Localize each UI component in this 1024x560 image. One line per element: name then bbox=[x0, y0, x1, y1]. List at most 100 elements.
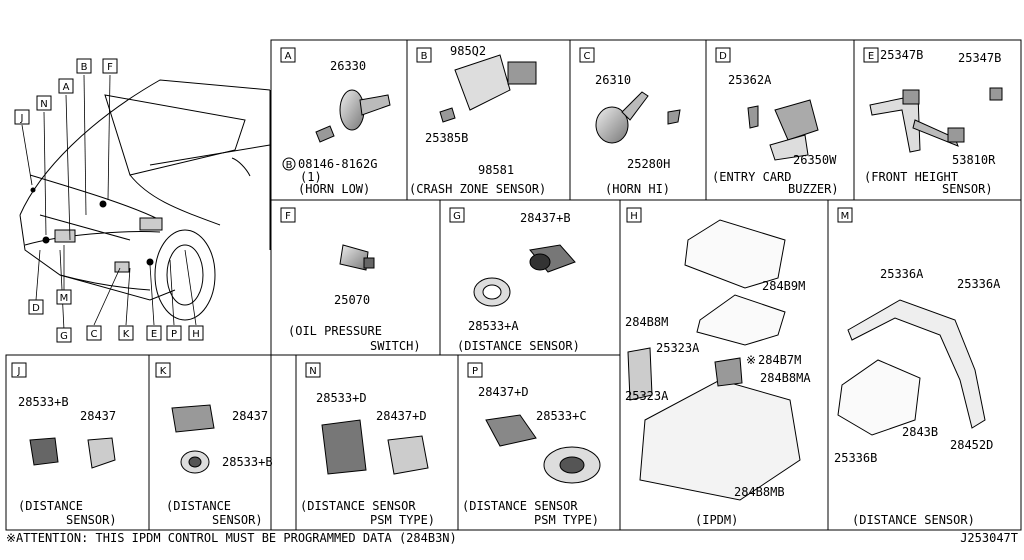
part-number: 284B8MB bbox=[734, 485, 785, 499]
part-number: 28437+B bbox=[520, 211, 571, 225]
panel-P: P 28437+D 28533+C (DISTANCE SENSOR PSM T… bbox=[462, 362, 599, 527]
panel-letter: A bbox=[285, 51, 292, 62]
panel-F: F 25070 (OIL PRESSURE SWITCH) bbox=[280, 207, 421, 353]
part-number: 25362A bbox=[728, 73, 772, 87]
panel-caption: (ENTRY CARD bbox=[712, 170, 791, 184]
panel-letter: E bbox=[868, 51, 874, 62]
callout-letter: A bbox=[63, 82, 70, 93]
part-number: 25336A bbox=[957, 277, 1001, 291]
panel-letter: B bbox=[421, 51, 428, 62]
panel-A: A 26330 B 08146-8162G (1) (HORN LOW) bbox=[280, 47, 377, 196]
part-number: 2843B bbox=[902, 425, 938, 439]
overview-tags: B F A NJ D M G C K E P H bbox=[14, 58, 204, 343]
panel-caption: (DISTANCE SENSOR) bbox=[852, 513, 975, 527]
part-number: 25280H bbox=[627, 157, 670, 171]
part-number: 26350W bbox=[793, 153, 837, 167]
callout-letter: C bbox=[91, 329, 98, 340]
panel-H: H 284B9M 284B8M 25323A ※ 284B7M 284B8MA … bbox=[625, 207, 811, 527]
part-number: 25070 bbox=[334, 293, 370, 307]
panel-caption: (DISTANCE bbox=[166, 499, 231, 513]
overview-callout-h: H bbox=[188, 325, 204, 341]
panel-caption: SENSOR) bbox=[942, 182, 993, 196]
panel-caption: (DISTANCE bbox=[18, 499, 83, 513]
part-quantity: (1) bbox=[300, 170, 322, 184]
panel-caption: (DISTANCE SENSOR bbox=[300, 499, 416, 513]
part-drawings bbox=[29, 54, 1003, 501]
overview-callout-j: J bbox=[14, 109, 30, 125]
overview-callout-e: E bbox=[146, 325, 162, 341]
panel-caption: PSM TYPE) bbox=[370, 513, 435, 527]
note-star: ※ bbox=[746, 353, 756, 367]
overview-callout-k: K bbox=[118, 325, 134, 341]
callout-letter: B bbox=[81, 62, 88, 73]
panel-caption: SENSOR) bbox=[212, 513, 263, 527]
part-number: 985Q2 bbox=[450, 44, 486, 58]
callout-letter: E bbox=[151, 329, 157, 340]
bolt-mark: B bbox=[286, 160, 293, 171]
overview-callout-m: M bbox=[56, 289, 72, 305]
panel-letter: J bbox=[17, 366, 21, 377]
panel-caption: PSM TYPE) bbox=[534, 513, 599, 527]
panel-caption: (HORN LOW) bbox=[298, 182, 370, 196]
panel-caption: (OIL PRESSURE bbox=[288, 324, 382, 338]
panel-frames bbox=[5, 39, 1022, 531]
attention-note: ※ATTENTION: THIS IPDM CONTROL MUST BE PR… bbox=[6, 531, 457, 545]
callout-letter: N bbox=[40, 99, 47, 110]
panel-caption: (CRASH ZONE SENSOR) bbox=[409, 182, 546, 196]
part-number: 28437+D bbox=[376, 409, 427, 423]
panel-M: M 25336A 25336A 2843B 25336B 28452D (DIS… bbox=[834, 207, 1001, 527]
part-number: 25323A bbox=[625, 389, 669, 403]
part-number: 08146-8162G bbox=[298, 157, 377, 171]
overview-callout-b: B bbox=[76, 58, 92, 74]
overview-callout-p: P bbox=[166, 325, 182, 341]
callout-letter: F bbox=[107, 62, 113, 73]
part-number: 53810R bbox=[952, 153, 996, 167]
part-number: 25336B bbox=[834, 451, 877, 465]
part-number: 28533+B bbox=[222, 455, 273, 469]
panel-caption: (IPDM) bbox=[695, 513, 738, 527]
panel-letter: C bbox=[584, 51, 591, 62]
part-number: 26330 bbox=[330, 59, 366, 73]
diagram-code: J253047T bbox=[960, 531, 1018, 545]
panel-D: D 25362A 26350W (ENTRY CARD BUZZER) bbox=[712, 47, 839, 196]
panel-E: E 25347B 25347B 53810R (FRONT HEIGHT SEN… bbox=[863, 47, 1001, 196]
part-number: 25385B bbox=[425, 131, 468, 145]
panel-J: J 28533+B 28437 (DISTANCE SENSOR) bbox=[11, 362, 117, 527]
part-number: 28533+D bbox=[316, 391, 367, 405]
part-number: 25336A bbox=[880, 267, 924, 281]
panel-C: C 26310 25280H (HORN HI) bbox=[579, 47, 670, 196]
panel-B: B 985Q2 25385B 98581 (CRASH ZONE SENSOR) bbox=[409, 44, 546, 196]
panel-caption: (FRONT HEIGHT bbox=[864, 170, 958, 184]
callout-letter: D bbox=[32, 303, 40, 314]
part-number: 28533+B bbox=[18, 395, 69, 409]
panel-letter: N bbox=[309, 366, 316, 377]
part-number: 284B8MA bbox=[760, 371, 811, 385]
part-number: 25347B bbox=[958, 51, 1001, 65]
part-number: 284B8M bbox=[625, 315, 668, 329]
panel-caption: (HORN HI) bbox=[605, 182, 670, 196]
panel-letter: H bbox=[630, 211, 638, 222]
callout-letter: P bbox=[171, 329, 177, 340]
panel-caption: SENSOR) bbox=[66, 513, 117, 527]
part-number: 28437+D bbox=[478, 385, 529, 399]
panel-letter: M bbox=[841, 211, 850, 222]
part-number: 28533+A bbox=[468, 319, 519, 333]
overview-callouts bbox=[21, 74, 197, 331]
overview-callout-f: F bbox=[102, 58, 118, 74]
panel-caption: SWITCH) bbox=[370, 339, 421, 353]
part-number: 28452D bbox=[950, 438, 993, 452]
part-number: 284B7M bbox=[758, 353, 801, 367]
callout-letter: K bbox=[123, 329, 130, 340]
callout-letter: H bbox=[192, 329, 200, 340]
part-number: 98581 bbox=[478, 163, 514, 177]
overview-callout-g: G bbox=[56, 327, 72, 343]
panel-letter: K bbox=[160, 366, 167, 377]
part-number: 28533+C bbox=[536, 409, 587, 423]
panel-caption: (DISTANCE SENSOR bbox=[462, 499, 578, 513]
panel-letter: D bbox=[719, 51, 727, 62]
part-number: 26310 bbox=[595, 73, 631, 87]
callout-letter: G bbox=[60, 331, 68, 342]
overview-callout-c: C bbox=[86, 325, 102, 341]
overview-callout-a: A bbox=[58, 78, 74, 94]
